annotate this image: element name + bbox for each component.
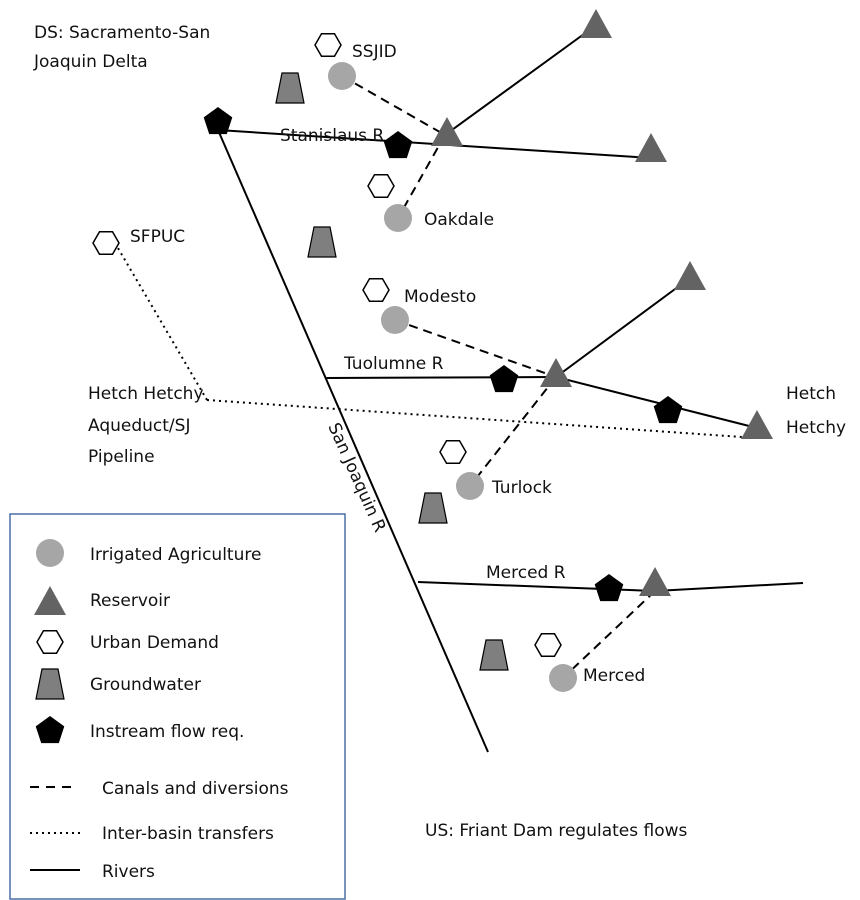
label-merced: Merced xyxy=(583,666,645,686)
urban-demand-turlock xyxy=(439,439,467,465)
label-merced-river: Merced R xyxy=(486,563,566,583)
reservoir-stanislaus-east xyxy=(635,133,667,162)
urban-demand-ssjid xyxy=(314,32,342,58)
urban-demand-merced xyxy=(534,632,562,658)
legend: Irrigated Agriculture Reservoir Urban De… xyxy=(9,513,346,900)
label-stanislaus-river: Stanislaus R xyxy=(280,126,384,146)
san-joaquin-river-line xyxy=(217,129,489,753)
legend-urban-icon xyxy=(36,629,64,655)
sfpuc-transfer-line xyxy=(114,242,208,401)
groundwater-oakdale xyxy=(307,226,337,258)
label-aqueduct-line3: Pipeline xyxy=(88,447,155,467)
reservoir-new-melones xyxy=(431,117,463,146)
ssjid-canal xyxy=(341,75,446,136)
stanislaus-upper-branch-line xyxy=(444,25,596,136)
instream-flow-tuolumne-upper xyxy=(653,396,683,424)
legend-instream-label: Instream flow req. xyxy=(90,722,244,742)
label-sfpuc: SFPUC xyxy=(130,227,185,247)
tuolumne-upper-branch-line xyxy=(555,277,691,378)
tuolumne-river-lower-line xyxy=(325,376,557,379)
legend-rivers-label: Rivers xyxy=(102,862,155,882)
ds-note-line2: Joaquin Delta xyxy=(33,52,148,72)
agriculture-ssjid xyxy=(328,62,356,90)
legend-reservoir-label: Reservoir xyxy=(90,591,170,611)
legend-agriculture-icon xyxy=(36,539,64,567)
groundwater-merced xyxy=(479,639,509,671)
label-oakdale: Oakdale xyxy=(424,210,494,230)
merced-river-upper-line xyxy=(654,582,804,592)
legend-groundwater-label: Groundwater xyxy=(90,675,201,695)
agriculture-modesto xyxy=(381,306,409,334)
reservoir-tuolumne-upper xyxy=(674,261,706,290)
tuolumne-to-hetch-hetchy-line xyxy=(555,376,758,429)
label-turlock: Turlock xyxy=(491,478,552,498)
reservoir-stanislaus-upper xyxy=(580,9,612,38)
legend-urban-label: Urban Demand xyxy=(90,633,219,653)
urban-demand-sfpuc xyxy=(92,230,120,256)
legend-transfers-label: Inter-basin transfers xyxy=(102,824,274,844)
urban-demand-modesto xyxy=(362,277,390,303)
label-hetch-hetchy-line1: Hetch xyxy=(786,384,836,404)
instream-flow-stanislaus xyxy=(383,131,413,159)
instream-flow-merced xyxy=(594,574,624,602)
instream-flow-tuolumne-lower xyxy=(489,365,519,393)
legend-canals-label: Canals and diversions xyxy=(102,779,289,799)
instream-flow-delta xyxy=(203,107,233,135)
label-tuolumne-river: Tuolumne R xyxy=(343,354,444,374)
label-aqueduct-line2: Aqueduct/SJ xyxy=(88,416,190,436)
agriculture-merced xyxy=(549,664,577,692)
ds-note-line1: DS: Sacramento-San xyxy=(34,23,210,43)
modesto-canal xyxy=(394,319,557,378)
agriculture-oakdale xyxy=(384,204,412,232)
merced-canal xyxy=(562,590,656,679)
legend-agriculture-label: Irrigated Agriculture xyxy=(90,545,261,565)
groundwater-turlock xyxy=(418,492,448,524)
label-modesto: Modesto xyxy=(404,287,476,307)
urban-demand-oakdale xyxy=(367,173,395,199)
oakdale-canal xyxy=(397,134,446,219)
groundwater-ssjid xyxy=(275,72,305,104)
label-hetch-hetchy-line2: Hetchy xyxy=(786,418,846,438)
legend-box xyxy=(9,513,346,900)
us-note: US: Friant Dam regulates flows xyxy=(425,821,688,841)
label-ssjid: SSJID xyxy=(352,42,397,62)
turlock-canal xyxy=(469,376,557,487)
label-aqueduct-line1: Hetch Hetchy xyxy=(88,384,204,404)
agriculture-turlock xyxy=(456,472,484,500)
reservoir-merced xyxy=(639,567,671,596)
